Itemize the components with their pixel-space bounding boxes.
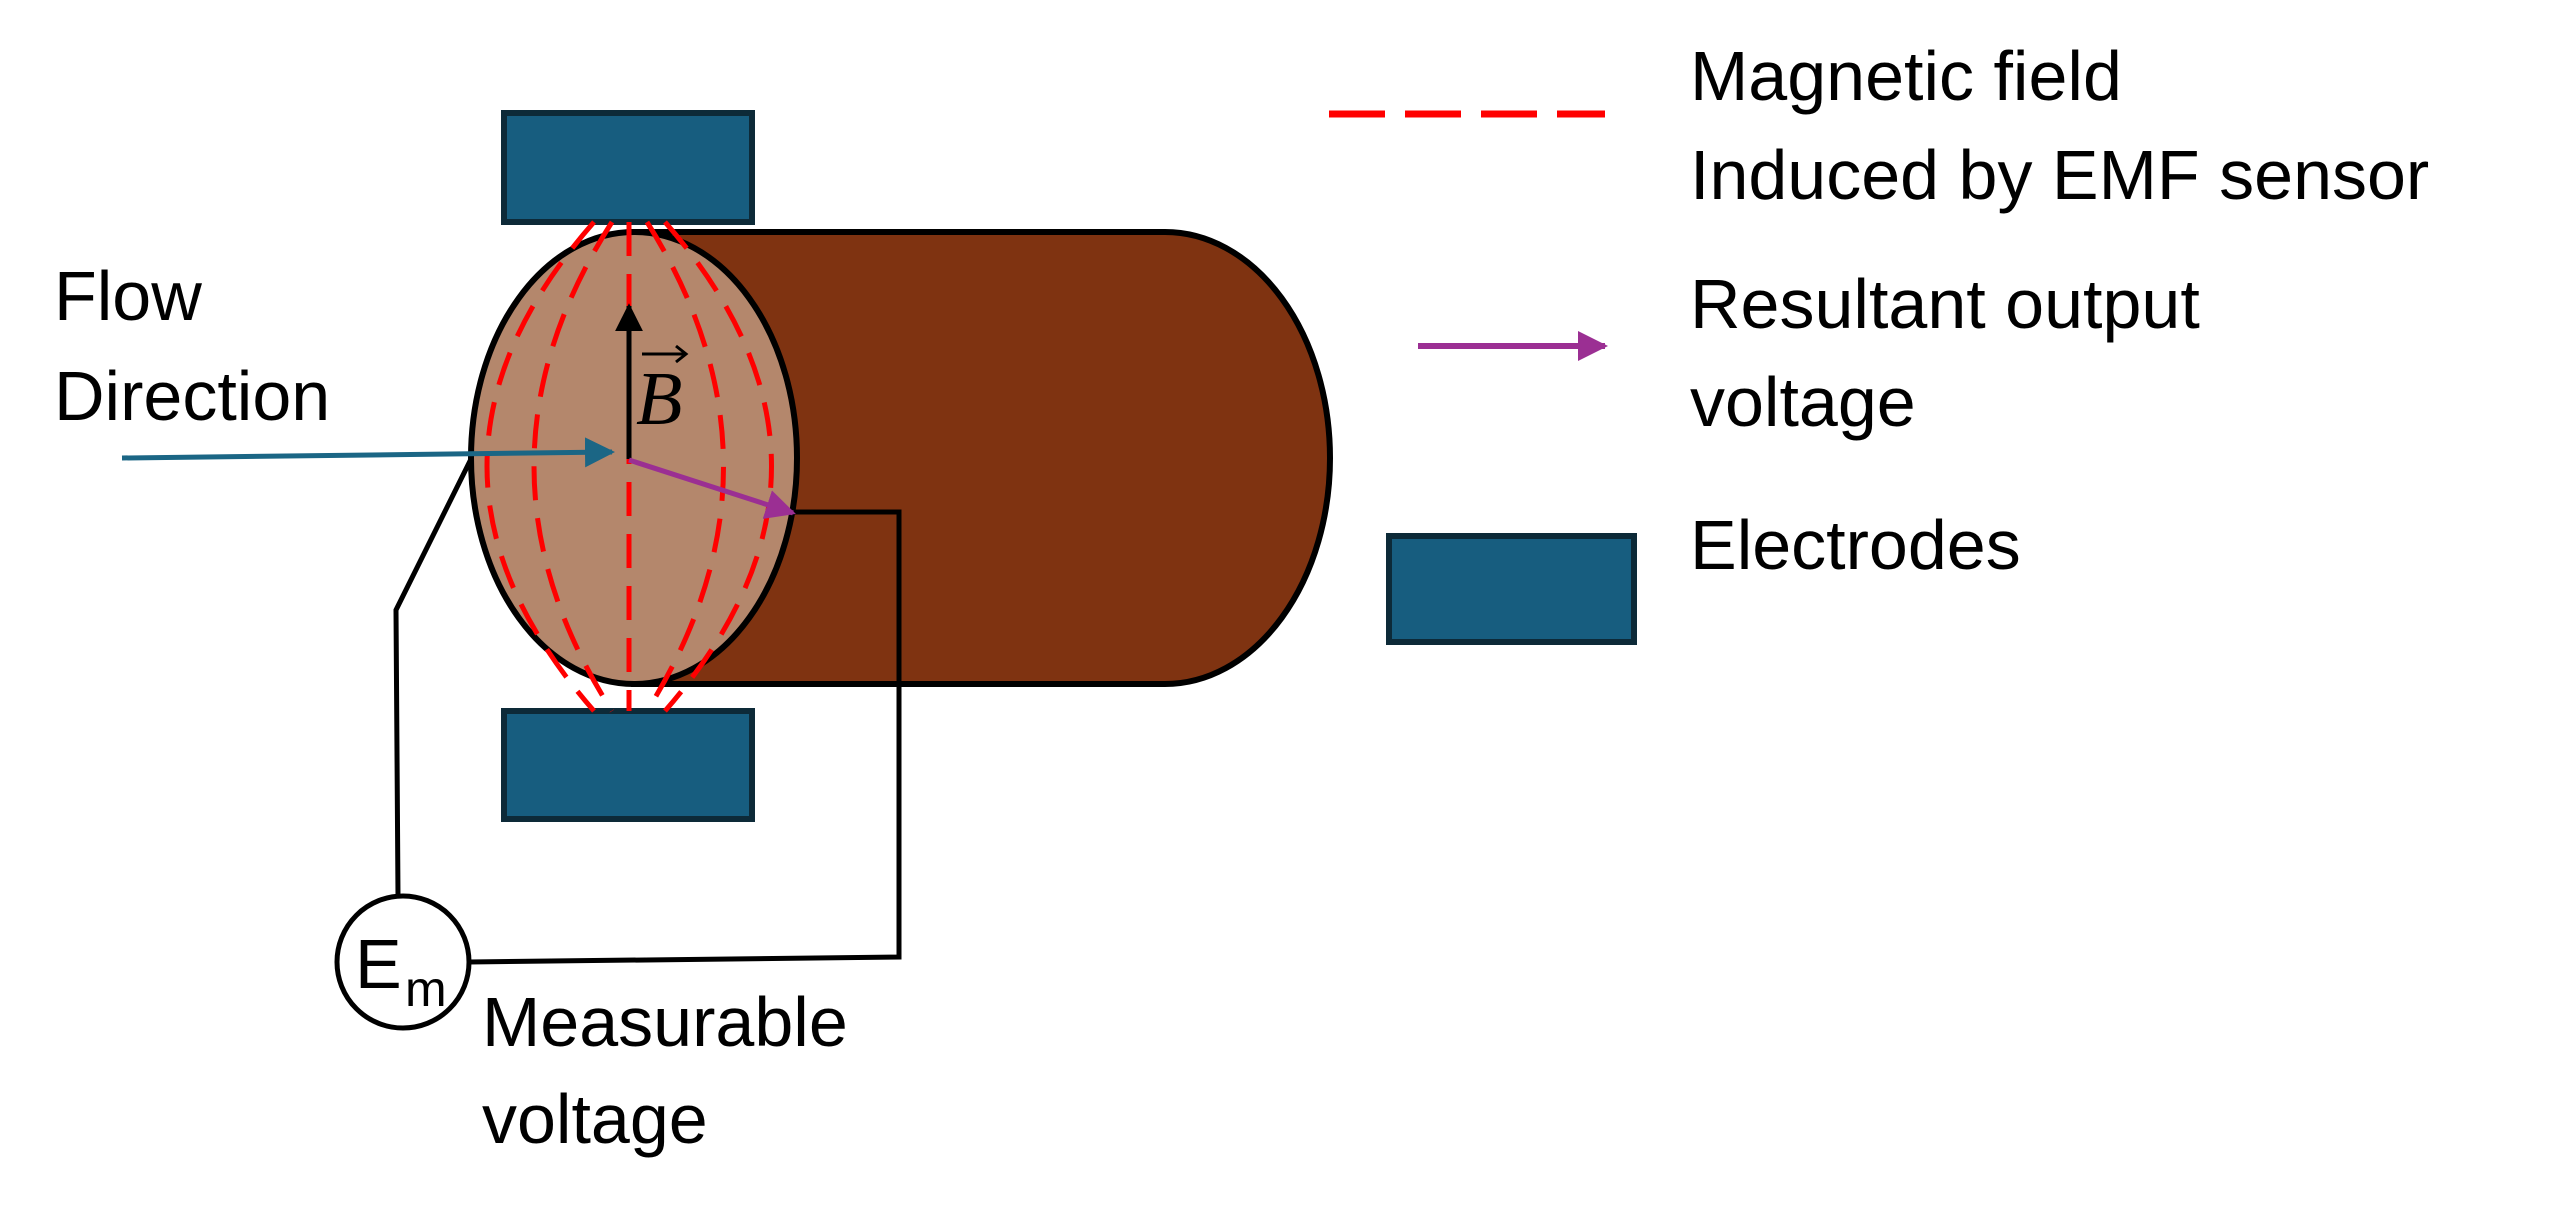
field-line-inner-right xyxy=(644,220,726,713)
field-line-outer-right xyxy=(663,220,774,713)
flow-direction-label-line1: Flow xyxy=(54,257,202,335)
pipe-cross-section xyxy=(468,229,800,687)
vector-arrow-icon xyxy=(642,344,689,364)
voltmeter-symbol: E xyxy=(355,925,402,1003)
legend-resultant-line1: Resultant output xyxy=(1690,265,2200,343)
pipe-body xyxy=(631,229,1333,687)
legend: Magnetic field Induced by EMF sensor Res… xyxy=(1329,37,2429,645)
flow-direction-arrow xyxy=(121,437,615,468)
legend-magnetic-field-line1: Magnetic field xyxy=(1690,37,2122,115)
top-electrode xyxy=(501,110,755,225)
legend-electrode-swatch xyxy=(1386,533,1637,645)
field-line-outer-left xyxy=(484,220,596,713)
wire-right xyxy=(468,509,902,965)
measurable-voltage-label-line1: Measurable xyxy=(482,983,848,1061)
voltmeter-subscript: m xyxy=(405,961,447,1017)
wire-left xyxy=(393,457,474,897)
bottom-electrode xyxy=(501,708,755,822)
field-line-inner-left xyxy=(531,220,615,713)
measurable-voltage-label-line2: voltage xyxy=(482,1080,708,1158)
flow-direction-label-line2: Direction xyxy=(54,357,330,435)
b-vector-label: B xyxy=(636,357,682,441)
legend-magnetic-field-line2: Induced by EMF sensor xyxy=(1690,136,2429,214)
resultant-voltage-arrow xyxy=(628,457,796,519)
legend-resultant-line2: voltage xyxy=(1690,363,1916,441)
voltmeter-circle xyxy=(334,893,472,1031)
legend-electrodes-label: Electrodes xyxy=(1690,506,2021,584)
